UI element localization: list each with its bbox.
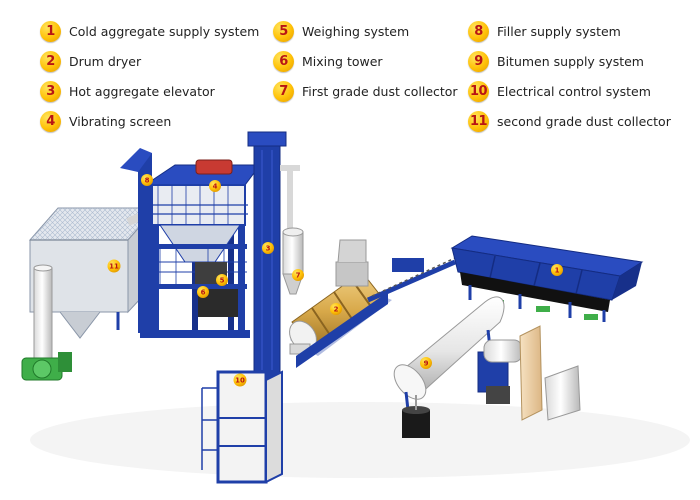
number-badge: 6 xyxy=(273,50,294,72)
number-badge: 8 xyxy=(468,20,489,42)
marker-number: 6 xyxy=(201,289,206,297)
marker-number: 11 xyxy=(109,263,119,271)
number-badge: 4 xyxy=(40,110,61,132)
legend-label: Mixing tower xyxy=(302,53,383,69)
legend-item-4: 4 Vibrating screen xyxy=(40,109,171,133)
number-badge: 1 xyxy=(40,20,61,42)
legend-label: Electrical control system xyxy=(497,83,651,99)
marker-number: 8 xyxy=(145,177,150,185)
conveyor-hopper xyxy=(392,258,424,272)
diagram-marker-6: 6 xyxy=(197,286,209,298)
legend: 1 Cold aggregate supply system 2 Drum dr… xyxy=(0,0,700,150)
legend-item-9: 9 Bitumen supply system xyxy=(468,49,644,73)
diagram-marker-10: 10 xyxy=(233,373,247,387)
legend-label: Filler supply system xyxy=(497,23,621,39)
legend-label: Vibrating screen xyxy=(69,113,172,129)
legend-label: First grade dust collector xyxy=(302,83,458,99)
legend-label: Bitumen supply system xyxy=(497,53,644,69)
legend-item-7: 7 First grade dust collector xyxy=(273,79,458,103)
legend-label: Hot aggregate elevator xyxy=(69,83,215,99)
legend-item-11: 11 second grade dust collector xyxy=(468,109,671,133)
number-badge: 10 xyxy=(468,80,489,102)
marker-number: 1 xyxy=(555,267,560,275)
diagram-marker-7: 7 xyxy=(292,269,304,281)
legend-item-2: 2 Drum dryer xyxy=(40,49,141,73)
number-badge: 2 xyxy=(40,50,61,72)
diagram-marker-4: 4 xyxy=(209,180,221,192)
marker-number: 2 xyxy=(334,306,339,314)
diagram-marker-3: 3 xyxy=(262,242,274,254)
legend-label: Weighing system xyxy=(302,23,410,39)
ground-shadow xyxy=(30,402,690,478)
legend-item-6: 6 Mixing tower xyxy=(273,49,383,73)
marker-number: 7 xyxy=(296,272,301,280)
diagram-marker-1: 1 xyxy=(551,264,563,276)
legend-item-1: 1 Cold aggregate supply system xyxy=(40,19,259,43)
mixing-tower xyxy=(120,148,261,338)
legend-label: Cold aggregate supply system xyxy=(69,23,260,39)
diagram-marker-11: 11 xyxy=(107,259,121,273)
diagram-marker-5: 5 xyxy=(216,274,228,286)
inclined-conveyor xyxy=(366,259,457,303)
marker-number: 5 xyxy=(220,277,225,285)
diagram-marker-9: 9 xyxy=(420,357,432,369)
number-badge: 7 xyxy=(273,80,294,102)
legend-label: Drum dryer xyxy=(69,53,142,69)
number-badge: 11 xyxy=(468,110,489,132)
electrical-control-room xyxy=(201,370,283,484)
first-grade-dust-collector xyxy=(282,227,304,295)
legend-item-5: 5 Weighing system xyxy=(273,19,409,43)
diagram-marker-8: 8 xyxy=(141,174,153,186)
number-badge: 5 xyxy=(273,20,294,42)
diagram-marker-2: 2 xyxy=(330,303,342,315)
marker-number: 9 xyxy=(424,360,429,368)
marker-number: 3 xyxy=(266,245,271,253)
fan-unit xyxy=(21,352,72,381)
legend-item-3: 3 Hot aggregate elevator xyxy=(40,79,215,103)
legend-item-10: 10 Electrical control system xyxy=(468,79,651,103)
number-badge: 3 xyxy=(40,80,61,102)
number-badge: 9 xyxy=(468,50,489,72)
marker-number: 4 xyxy=(213,183,218,191)
marker-number: 10 xyxy=(235,377,245,385)
legend-item-8: 8 Filler supply system xyxy=(468,19,621,43)
legend-label: second grade dust collector xyxy=(497,113,671,129)
bitumen-supply-tank xyxy=(393,296,581,438)
